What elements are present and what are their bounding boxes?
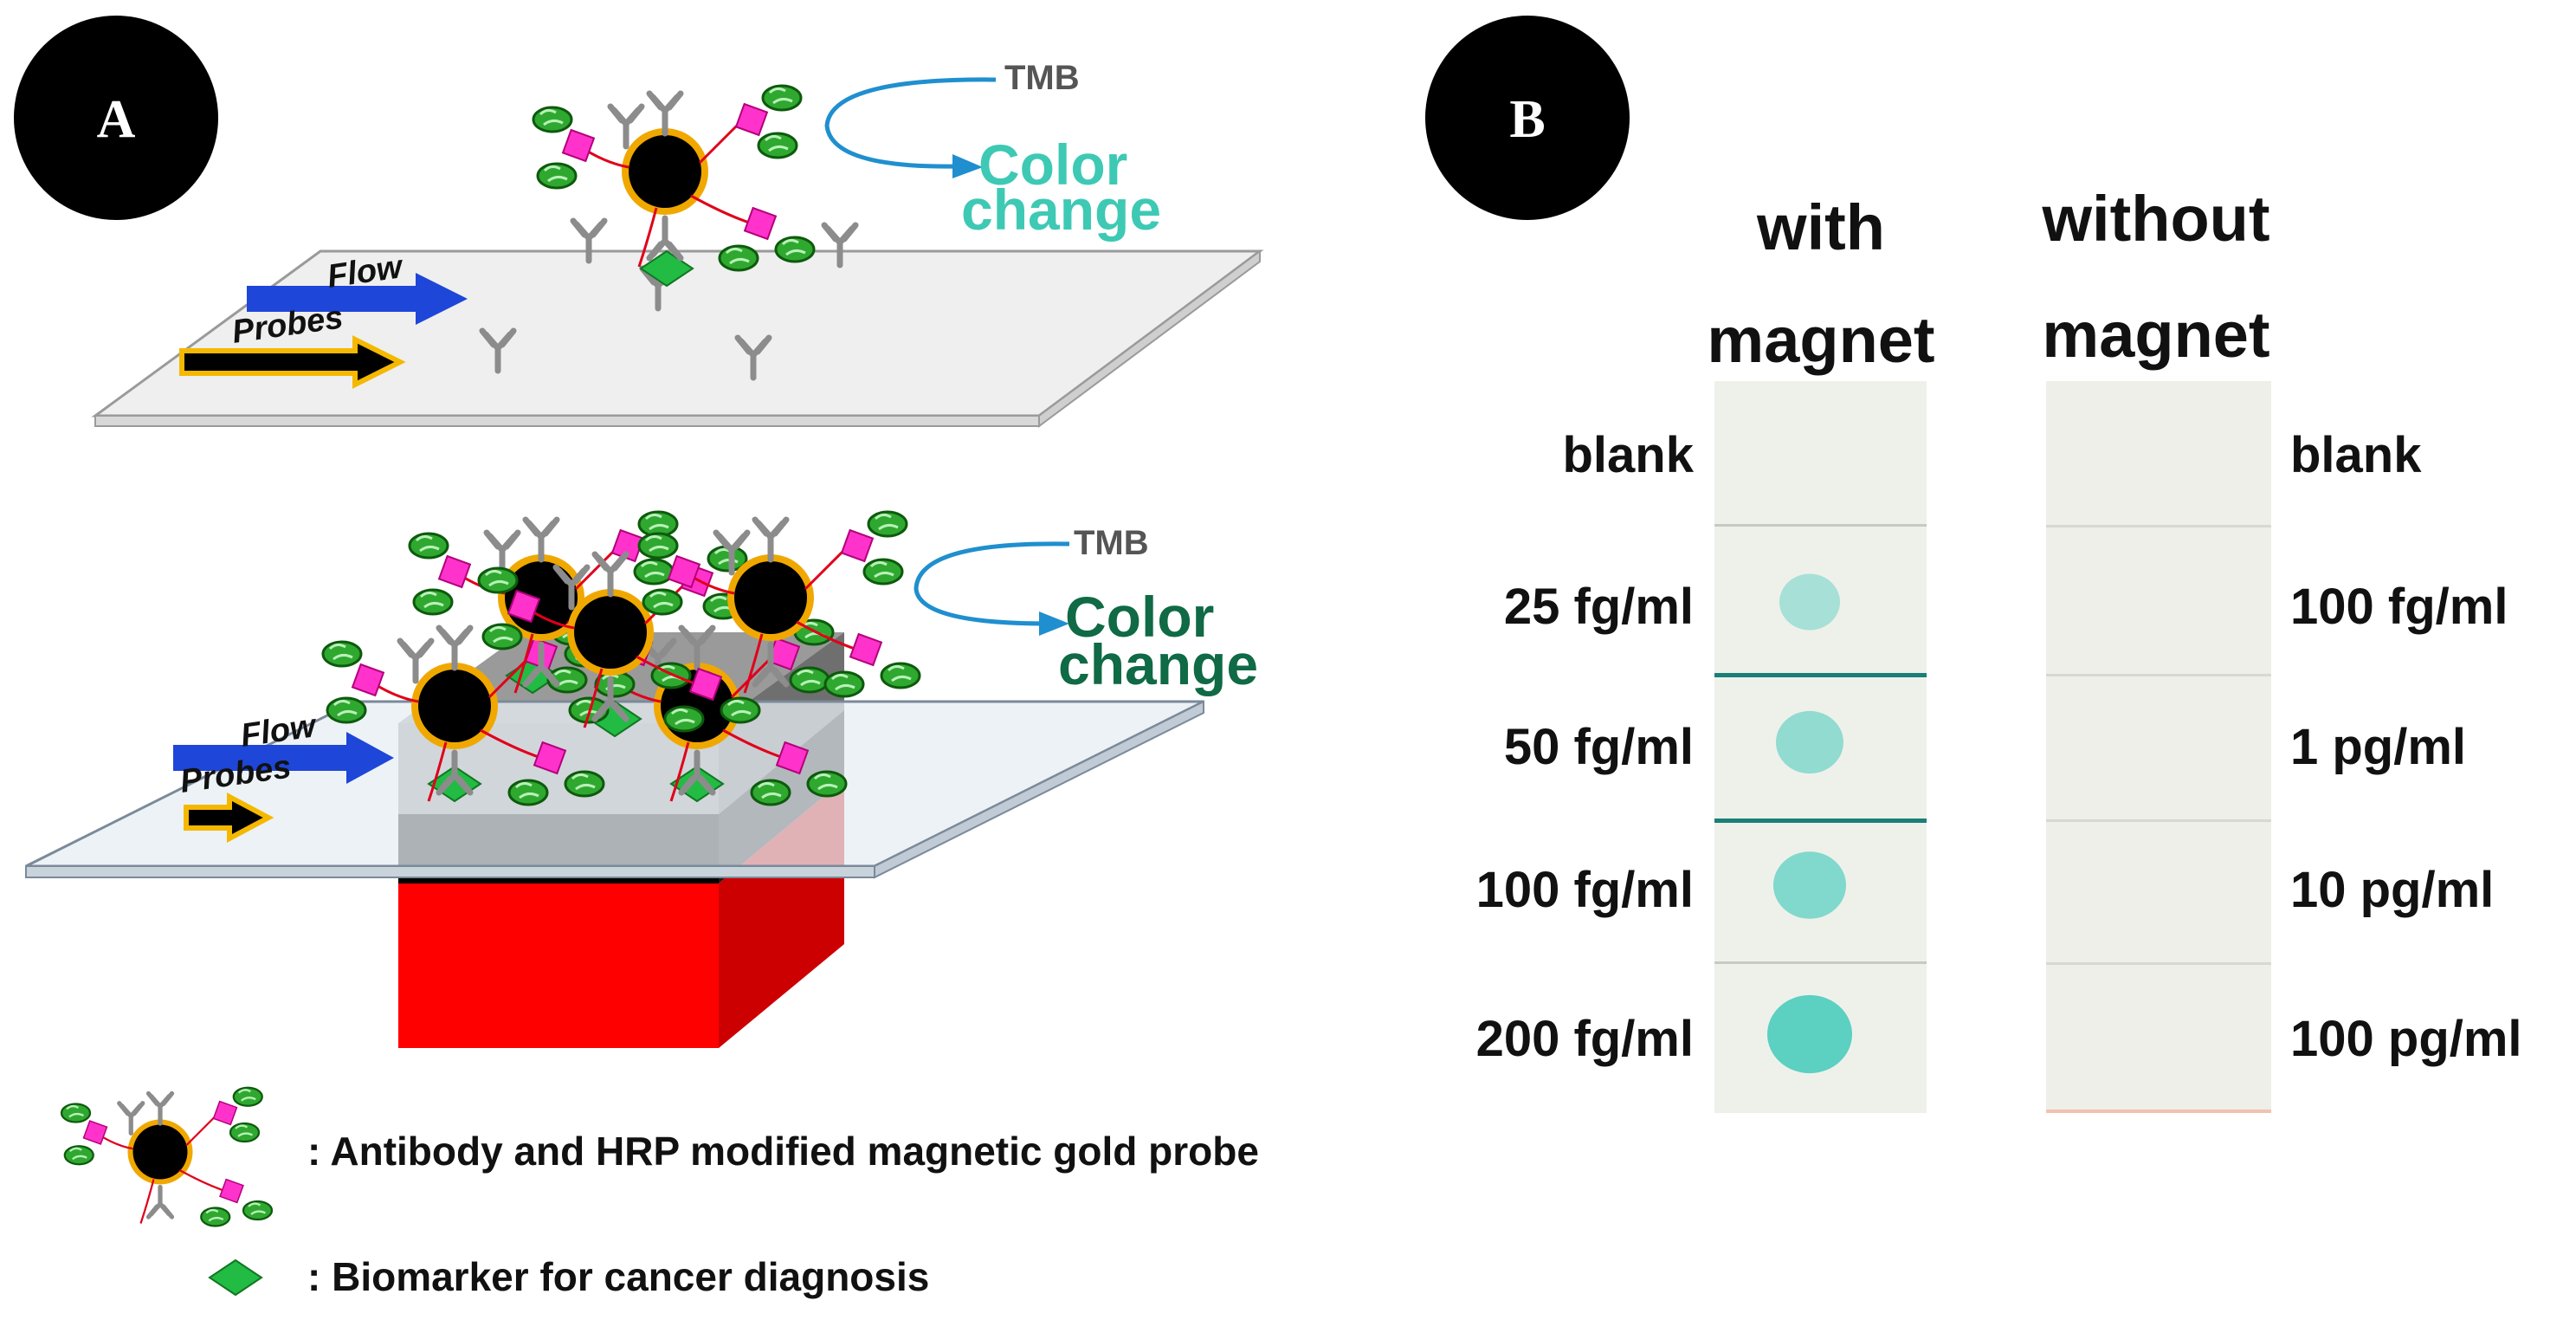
strip-divider — [2046, 674, 2271, 676]
color-change-top-line1: Color — [978, 133, 1127, 197]
left-concentration-labels: blank 25 fg/ml 50 fg/ml 100 fg/ml 200 fg/ml — [1476, 427, 1695, 1067]
with-magnet-header-line1: with — [1756, 191, 1885, 263]
left-label: 100 fg/ml — [1476, 862, 1694, 918]
tmb-label-bottom: TMB — [1074, 524, 1149, 562]
right-label: 100 pg/ml — [2290, 1011, 2522, 1067]
bottom-chip-schematic: Flow Probes TMB Color change — [25, 512, 1258, 1048]
flow-arrow-top: Flow — [247, 249, 468, 325]
legend-probe-text: : Antibody and HRP modified magnetic gol… — [307, 1129, 1259, 1174]
strip-divider — [1714, 524, 1927, 527]
tmb-spot — [1776, 710, 1843, 774]
legend-biomarker-icon — [209, 1259, 262, 1296]
top-chip-schematic: Flow Probes TMB Color change — [91, 59, 1264, 428]
strip-divider — [2046, 819, 2271, 822]
strip-edge — [2046, 1110, 2271, 1113]
tmb-spot — [1767, 994, 1852, 1074]
tmb-spot — [1773, 851, 1846, 919]
legend-probe-icon — [61, 1088, 272, 1226]
right-label: 10 pg/ml — [2290, 862, 2494, 918]
strip-divider — [1714, 673, 1927, 677]
without-magnet-header-line2: magnet — [2042, 299, 2269, 371]
strip-without-magnet — [2046, 381, 2271, 1113]
strip-divider — [1714, 819, 1927, 823]
strip-divider — [2046, 525, 2271, 527]
strip-divider — [2046, 962, 2271, 965]
right-label: blank — [2290, 427, 2422, 483]
strip-with-magnet — [1714, 381, 1927, 1113]
color-change-bottom-line1: Color — [1065, 585, 1214, 649]
right-label: 1 pg/ml — [2290, 719, 2466, 775]
left-label: 200 fg/ml — [1476, 1011, 1694, 1067]
left-label: blank — [1563, 427, 1695, 483]
legend: : Antibody and HRP modified magnetic gol… — [61, 1088, 1259, 1299]
badge-a-letter: A — [97, 90, 136, 149]
with-magnet-header-line2: magnet — [1707, 304, 1934, 376]
tmb-spot — [1779, 573, 1840, 631]
badge-a: A — [14, 16, 218, 220]
color-change-top-line2: change — [961, 178, 1161, 242]
badge-b-letter: B — [1509, 90, 1545, 149]
legend-biomarker-text: : Biomarker for cancer diagnosis — [307, 1254, 929, 1299]
left-label: 25 fg/ml — [1504, 579, 1694, 635]
tmb-label-top: TMB — [1004, 59, 1080, 97]
strip-divider — [1714, 961, 1927, 964]
right-label: 100 fg/ml — [2290, 579, 2508, 635]
badge-b: B — [1425, 16, 1630, 220]
without-magnet-header-line1: without — [2041, 183, 2269, 255]
left-label: 50 fg/ml — [1504, 719, 1694, 775]
color-change-bottom-line2: change — [1058, 632, 1258, 696]
right-concentration-labels: blank 100 fg/ml 1 pg/ml 10 pg/ml 100 pg/ml — [2290, 427, 2522, 1067]
